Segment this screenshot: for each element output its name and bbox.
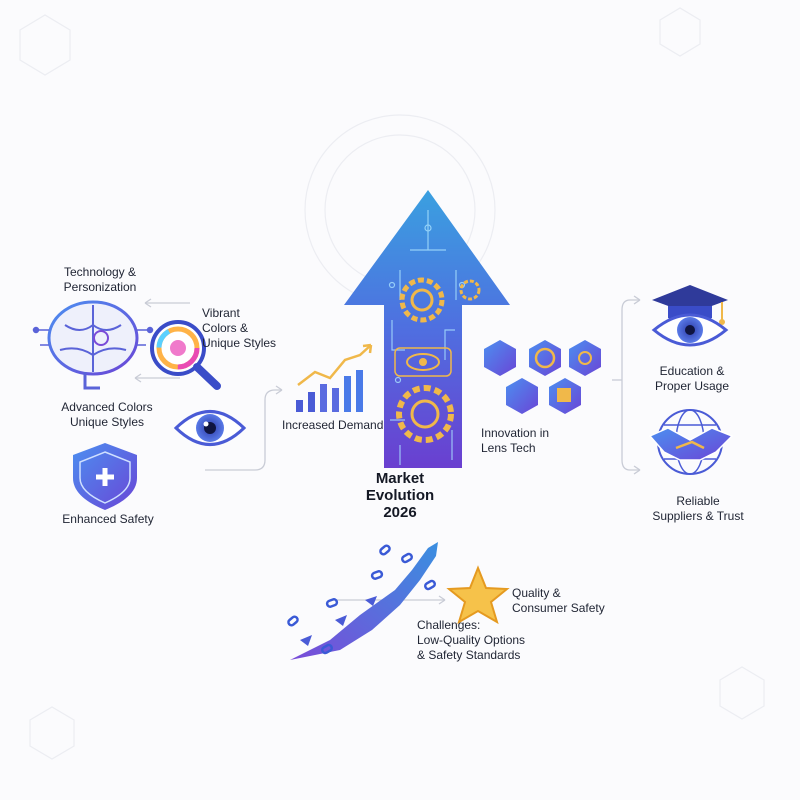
handshake-globe-icon xyxy=(648,409,734,475)
gear-icon xyxy=(459,279,481,301)
connector-lines xyxy=(134,295,641,605)
eye-icon xyxy=(394,347,452,377)
diagram-title: Market Evolution 2026 xyxy=(365,470,435,521)
shield-plus-icon xyxy=(73,443,137,510)
label-reliable-suppliers: Reliable Suppliers & Trust xyxy=(652,494,744,523)
brain-circuit-icon xyxy=(32,300,154,390)
label-vibrant-colors: Vibrant Colors & Unique Styles xyxy=(202,306,277,350)
label-enhanced-safety: Enhanced Safety xyxy=(62,512,154,526)
broken-chain-icon xyxy=(287,542,438,660)
hexagon-network-icon xyxy=(484,340,601,414)
graduation-eye-icon xyxy=(651,285,729,347)
label-increased-demand: Increased Demand xyxy=(282,418,384,432)
magnifier-color-wheel-icon xyxy=(150,320,221,390)
label-challenges: Challenges: Low-Quality Options & Safety… xyxy=(417,618,526,662)
market-arrow xyxy=(344,190,510,468)
circuit-traces xyxy=(388,210,466,465)
bar-chart-trend-icon xyxy=(296,343,373,412)
label-innovation-lens-tech: Innovation in Lens Tech xyxy=(481,426,550,455)
eye-icon xyxy=(173,410,247,446)
label-advanced-colors: Advanced Colors Unique Styles xyxy=(61,400,153,429)
gear-icon xyxy=(399,277,445,323)
label-quality-consumer-safety: Quality & Consumer Safety xyxy=(512,586,605,615)
gear-icon xyxy=(396,385,454,443)
star-icon xyxy=(446,565,510,625)
label-education-proper-usage: Education & Proper Usage xyxy=(654,364,730,393)
label-technology-personization: Technology & Personization xyxy=(63,265,137,294)
